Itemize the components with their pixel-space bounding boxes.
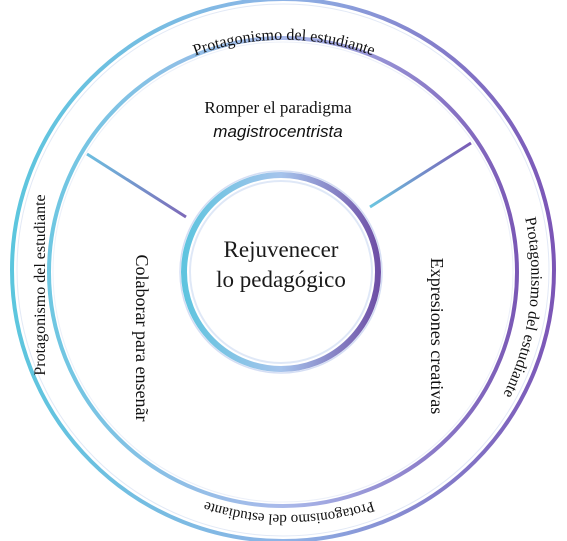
outer-ring-label-top: Protagonismo del estudiante (191, 27, 377, 60)
center-title-line2: lo pedagógico (216, 267, 346, 292)
outer-ring (10, 0, 556, 541)
center-title-line1: Rejuvenecer (224, 237, 339, 262)
outer-ring-label-left: Protagonismo del estudiante (32, 194, 49, 375)
middle-ring (47, 36, 519, 508)
segment-right-label: Expresiones creativas (427, 258, 447, 414)
outer-ring-label-right: Protagonismo del estudiante (500, 216, 545, 401)
segment-left-label: Colaborar para ensenãr (132, 255, 152, 422)
inner-circle (179, 170, 383, 374)
spoke-left (86, 152, 187, 219)
segment-top-line1: Romper el paradigma (204, 98, 352, 117)
segment-top-line2: magistrocentrista (213, 122, 342, 141)
spoke-right (369, 141, 472, 209)
